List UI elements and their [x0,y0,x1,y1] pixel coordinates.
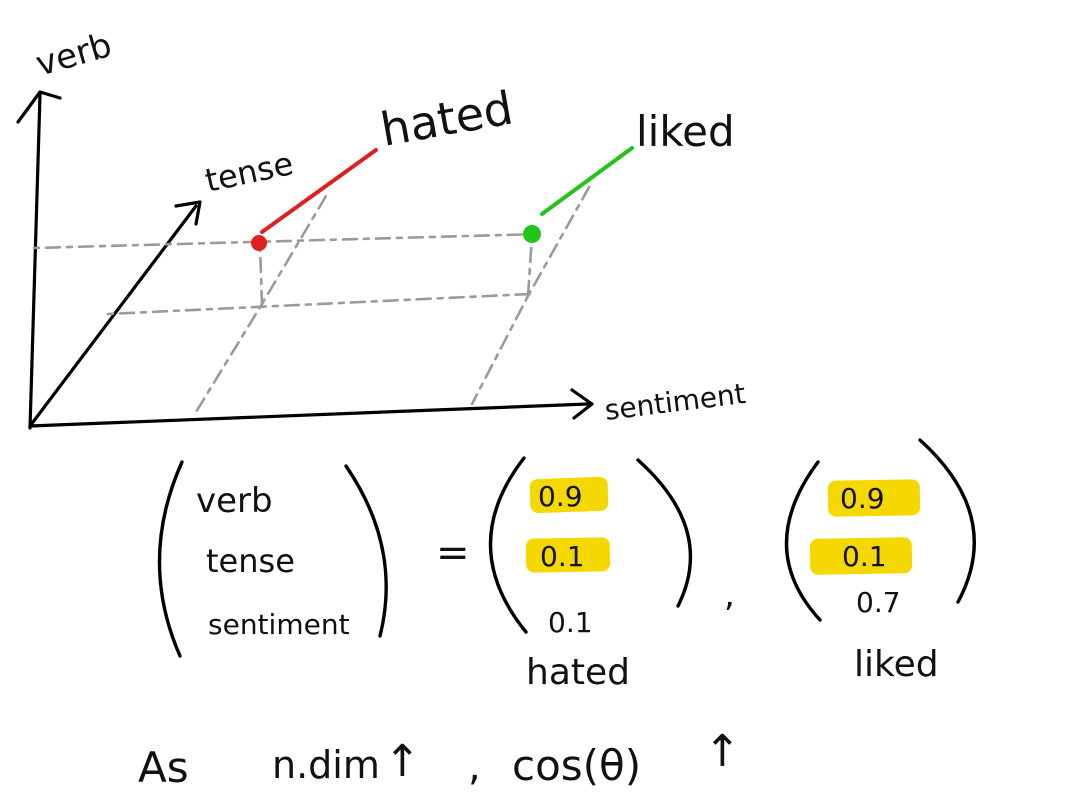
tense-axis-label: tense [202,144,297,200]
projection-guides [32,180,594,414]
depth-axis-arrowhead [174,200,202,226]
guide-line [258,244,264,306]
caption-term-n-dim: n.dim [272,743,380,787]
hated-point-label: hated [377,81,517,157]
caption-prefix: As [138,743,189,792]
left-vector-entry-sentiment: sentiment [208,608,350,641]
left-vector-close-bracket [344,464,388,638]
vertical-axis [28,93,42,430]
left-vector-entry-tense: tense [206,542,295,580]
guide-line [470,294,530,406]
guide-line [32,232,542,250]
caption-comma: , [468,744,481,790]
left-vector-entry-verb: verb [196,481,273,521]
liked-point-label: liked [636,107,735,156]
guide-line [526,180,594,298]
sentiment-axis-label: sentiment [603,377,748,427]
horizontal-axis-arrowhead [570,388,594,420]
caption-up-arrow: ↑ [704,726,741,777]
highlight-marker [809,537,913,575]
hated-point [251,235,267,251]
vector-separator: , [724,575,735,615]
hated-vector-close-bracket [636,458,693,608]
equals-sign: = [436,530,470,576]
vertical-axis-arrowhead [16,90,62,124]
liked-vector-label: liked [854,644,939,685]
verb-axis-label: verb [31,25,116,85]
highlight-marker [525,537,611,573]
liked-leader-line [540,146,634,216]
hated-leader-line [260,148,378,234]
hated-vector-value-2: 0.1 [540,540,585,573]
liked-vector-close-bracket [918,438,976,604]
guide-line [260,194,328,306]
caption: As n.dim ↑ , cos(θ) ↑ [138,726,741,792]
caption-up-arrow: ↑ [384,736,421,787]
hated-vector-open-bracket [488,456,528,634]
guide-line [106,292,532,316]
liked-vector-value-1: 0.9 [840,482,885,515]
liked-vector-open-bracket [784,460,822,622]
hated-vector-value-3: 0.1 [548,606,593,639]
axes-group [16,90,594,430]
guide-line [526,234,534,298]
liked-point [523,225,541,243]
liked-vector-value-3: 0.7 [856,586,901,619]
highlight-marker [827,479,921,517]
horizontal-axis [28,402,590,428]
liked-vector-value-2: 0.1 [842,540,887,573]
guide-line [194,302,264,414]
hated-vector-label: hated [526,652,630,693]
hated-vector-value-1: 0.9 [538,480,583,513]
left-vector-open-bracket [157,460,184,658]
depth-axis [28,204,198,428]
highlight-marker [529,476,609,514]
caption-term-cos-theta: cos(θ) [512,741,641,790]
